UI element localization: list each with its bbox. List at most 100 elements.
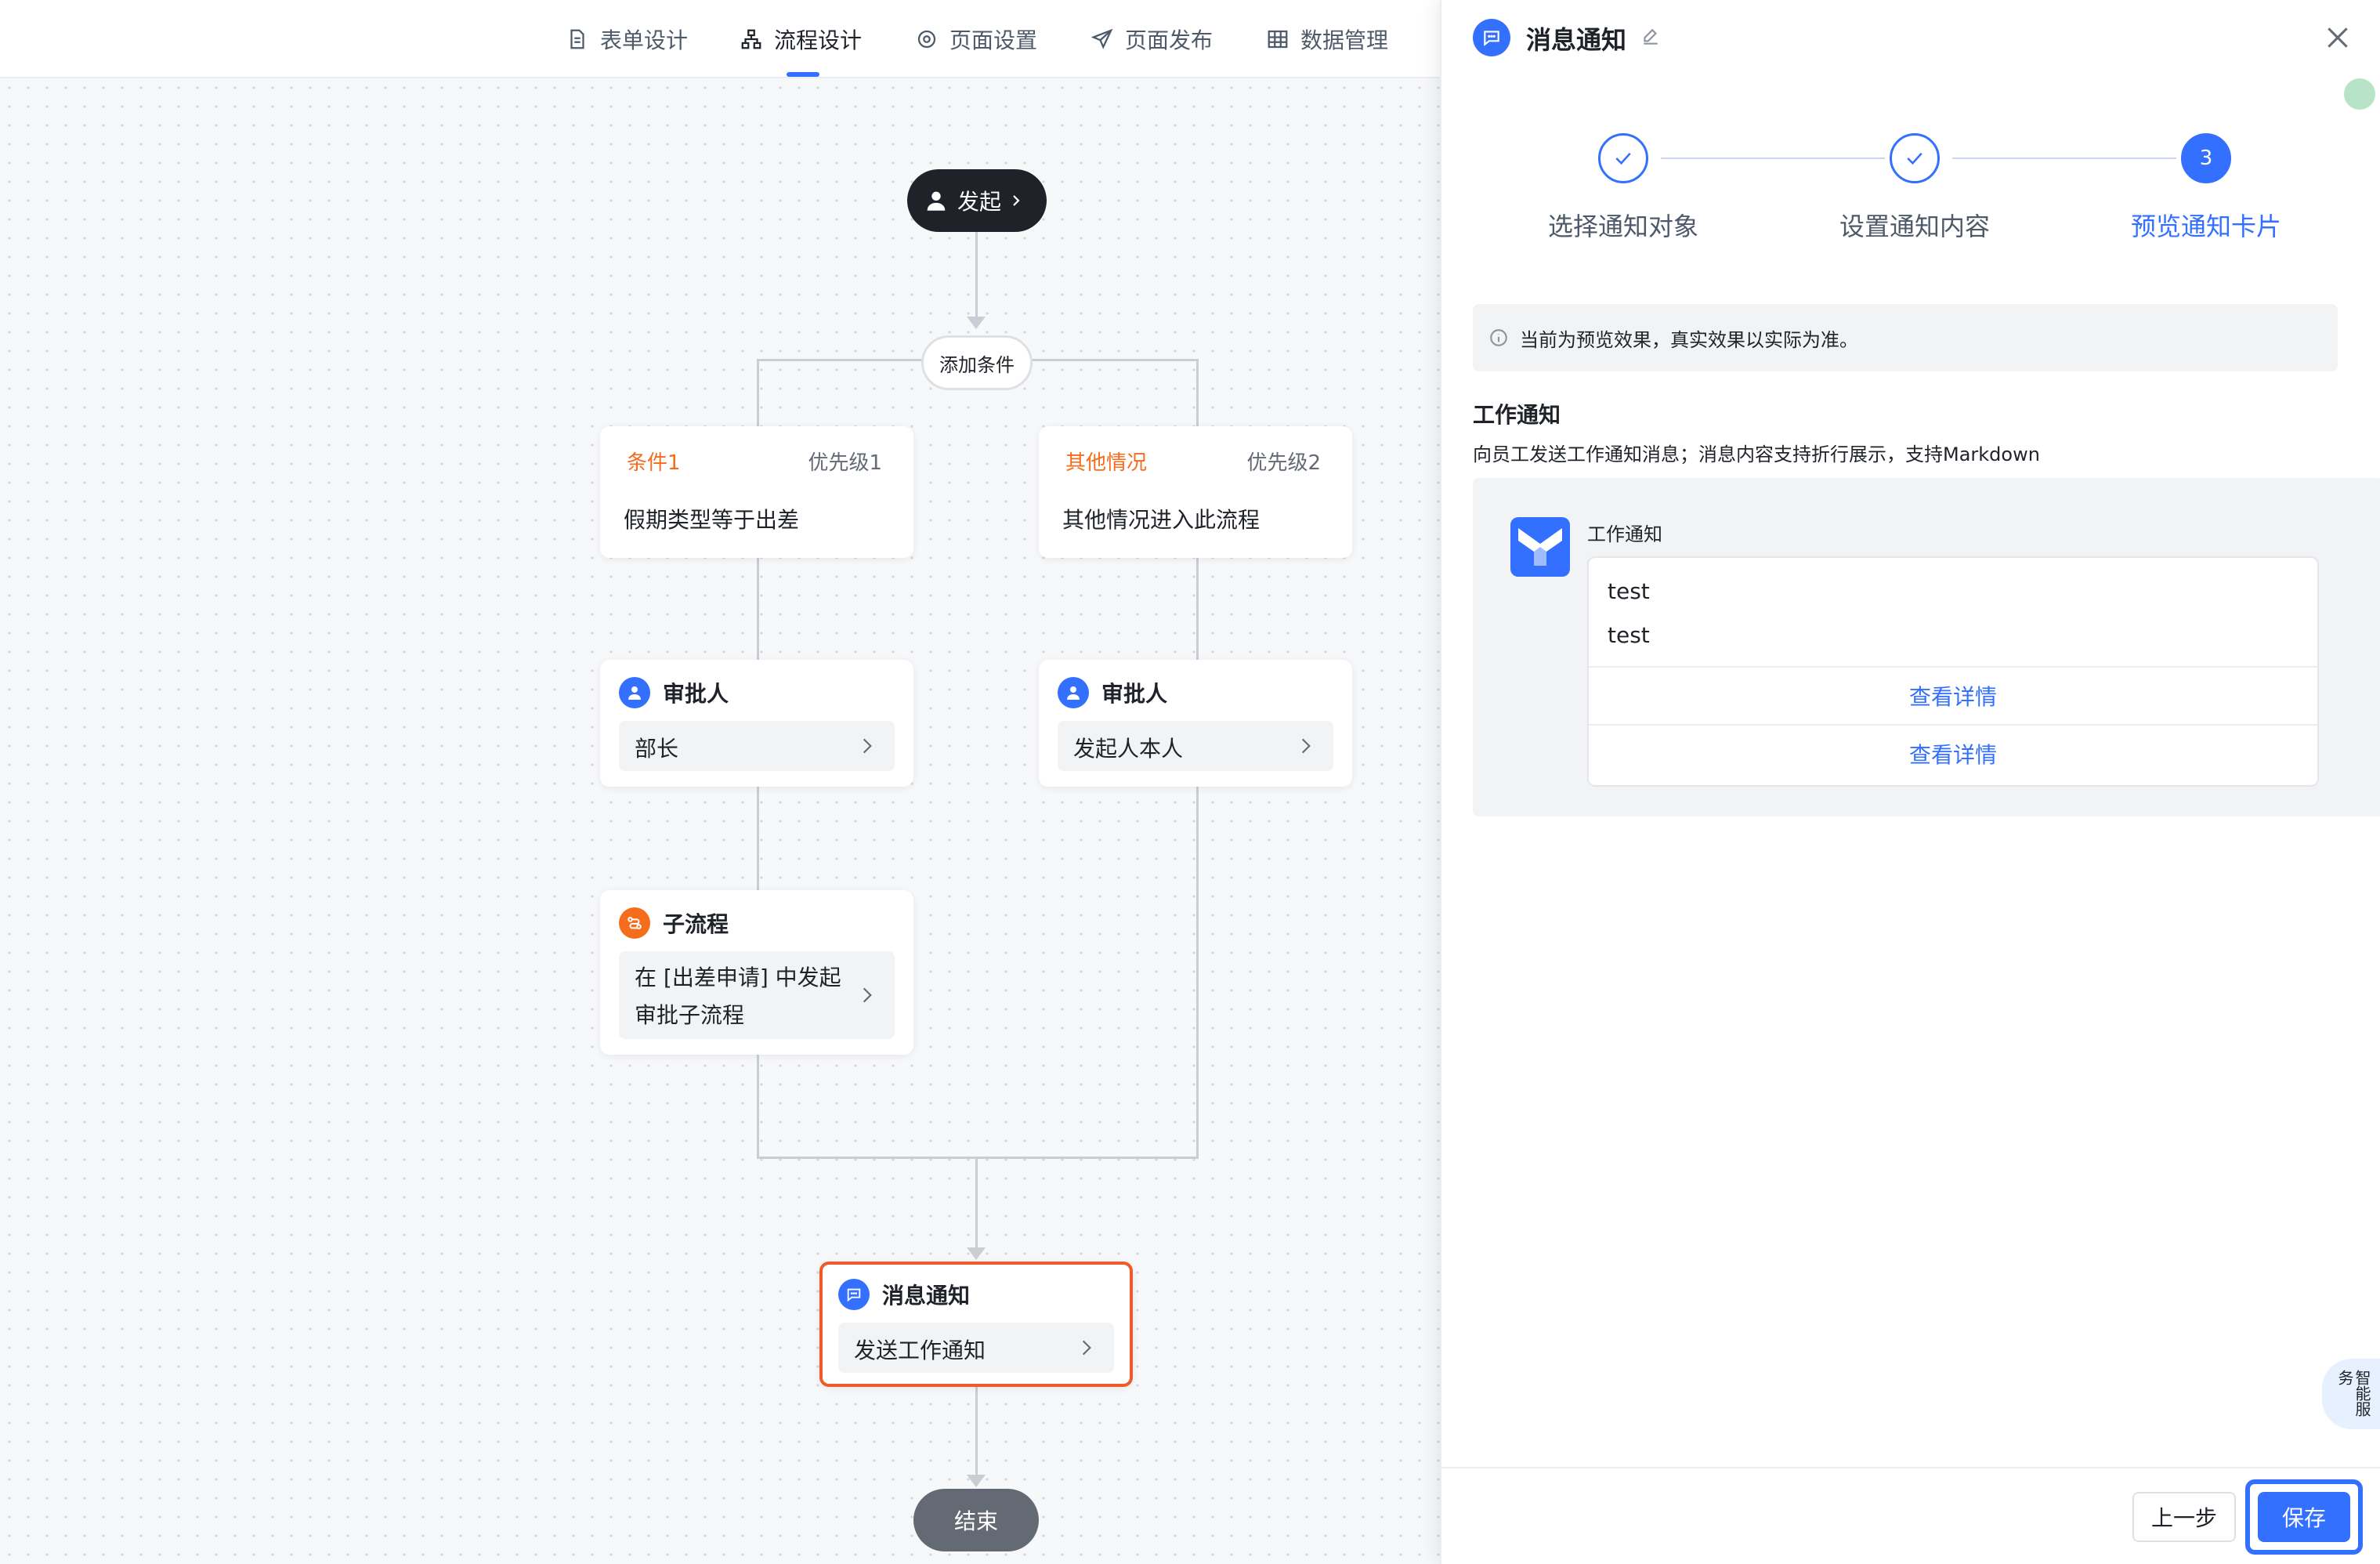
approver-node-1[interactable]: 审批人 部长 xyxy=(600,660,913,787)
tab-label: 页面设置 xyxy=(949,27,1038,53)
edit-icon[interactable] xyxy=(1640,27,1661,47)
close-icon[interactable] xyxy=(2322,22,2353,53)
check-icon xyxy=(1615,152,1631,165)
info-icon xyxy=(1490,329,1507,346)
condition-title: 条件1 xyxy=(627,451,681,475)
start-label: 发起 xyxy=(957,189,1001,215)
send-icon xyxy=(1091,28,1113,49)
top-nav: 表单设计 流程设计 页面设置 页面发布 数据管理 xyxy=(0,0,1440,78)
flow-icon xyxy=(741,29,761,49)
step-1-done xyxy=(1598,133,1648,183)
previous-step-label: 上一步 xyxy=(2150,1505,2217,1531)
smart-service-label: 智能服务 xyxy=(2335,1370,2371,1417)
tab-data-management[interactable]: 数据管理 xyxy=(1266,0,1388,78)
end-node: 结束 xyxy=(913,1489,1039,1551)
connector-line xyxy=(975,1158,978,1254)
subflow-node[interactable]: 子流程 在 [出差申请] 中发起 审批子流程 xyxy=(600,890,913,1055)
section-description: 向员工发送工作通知消息；消息内容支持折行展示，支持Markdown xyxy=(1473,443,2040,465)
approver-icon xyxy=(619,677,650,708)
step-label-2: 设置通知内容 xyxy=(1839,212,1990,241)
panel-header: 消息通知 xyxy=(1441,0,2380,78)
notification-settings-panel: 消息通知 3 选择通知对象 设置通知内容 预览通知卡片 当前为预览效果，真实效果… xyxy=(1440,0,2380,1564)
preview-notice: 当前为预览效果，真实效果以实际为准。 xyxy=(1473,304,2338,371)
node-body[interactable]: 发起人本人 xyxy=(1058,721,1333,771)
tab-flow-design[interactable]: 流程设计 xyxy=(740,0,862,78)
subflow-icon xyxy=(619,907,650,939)
save-button[interactable]: 保存 xyxy=(2258,1492,2350,1542)
view-details-link[interactable]: 查看详情 xyxy=(1908,742,1997,768)
add-condition-button[interactable]: 添加条件 xyxy=(921,335,1033,390)
tab-page-publish[interactable]: 页面发布 xyxy=(1091,0,1213,78)
previous-step-button[interactable]: 上一步 xyxy=(2132,1492,2236,1542)
status-indicator xyxy=(2344,78,2375,110)
condition-description: 假期类型等于出差 xyxy=(624,507,800,533)
app-name: 工作通知 xyxy=(1587,523,1662,545)
notification-preview: 工作通知 test test 查看详情 查看详情 xyxy=(1473,478,2380,816)
user-icon xyxy=(927,191,946,211)
node-value: 部长 xyxy=(635,736,679,762)
message-line: test xyxy=(1608,578,1650,604)
condition-card-2[interactable]: 其他情况 优先级2 其他情况进入此流程 xyxy=(1039,426,1352,558)
node-value-line2: 审批子流程 xyxy=(635,1002,745,1028)
node-header: 审批人 xyxy=(619,675,729,710)
node-header: 审批人 xyxy=(1058,675,1167,710)
step-number: 3 xyxy=(2199,147,2213,170)
connector-line xyxy=(975,232,978,318)
condition-priority: 优先级1 xyxy=(808,451,882,475)
condition-title: 其他情况 xyxy=(1065,451,1148,475)
panel-title: 消息通知 xyxy=(1526,25,1627,55)
connector-line xyxy=(975,1387,978,1478)
approver-icon xyxy=(1058,677,1089,708)
step-connector xyxy=(1952,157,2176,159)
chevron-right-icon xyxy=(863,987,872,1003)
tab-label: 流程设计 xyxy=(774,27,863,53)
condition-card-1[interactable]: 条件1 优先级1 假期类型等于出差 xyxy=(600,426,913,558)
flow-canvas[interactable] xyxy=(0,78,1440,1564)
divider xyxy=(1589,666,2317,668)
add-condition-label: 添加条件 xyxy=(939,353,1015,376)
node-body[interactable]: 部长 xyxy=(619,721,895,771)
node-body[interactable]: 在 [出差申请] 中发起 审批子流程 xyxy=(619,951,895,1039)
connector-line xyxy=(757,1157,1199,1159)
step-label-3: 预览通知卡片 xyxy=(2130,212,2281,241)
view-details-link[interactable]: 查看详情 xyxy=(1908,684,1997,710)
tab-form-design[interactable]: 表单设计 xyxy=(566,0,688,78)
smart-service-button[interactable]: 智能服务 xyxy=(2322,1359,2380,1429)
node-title: 子流程 xyxy=(663,911,729,937)
tab-page-settings[interactable]: 页面设置 xyxy=(915,0,1037,78)
message-icon xyxy=(838,1279,870,1310)
condition-description: 其他情况进入此流程 xyxy=(1062,507,1261,533)
message-card: test test 查看详情 查看详情 xyxy=(1587,556,2319,787)
steps-indicator: 3 选择通知对象 设置通知内容 预览通知卡片 xyxy=(1441,125,2380,251)
check-icon xyxy=(1907,152,1922,165)
approver-node-2[interactable]: 审批人 发起人本人 xyxy=(1039,660,1352,787)
node-title: 消息通知 xyxy=(882,1283,971,1309)
end-label: 结束 xyxy=(953,1508,998,1534)
node-body[interactable]: 发送工作通知 xyxy=(838,1323,1114,1373)
node-header: 子流程 xyxy=(619,906,729,940)
step-label-1: 选择通知对象 xyxy=(1547,212,1698,241)
connector-arrow xyxy=(967,1247,986,1260)
node-title: 审批人 xyxy=(663,681,729,707)
chevron-right-icon xyxy=(1013,195,1020,206)
start-node[interactable]: 发起 xyxy=(907,169,1047,232)
divider xyxy=(1589,724,2317,726)
tab-label: 表单设计 xyxy=(600,27,689,53)
section-title: 工作通知 xyxy=(1473,402,1561,428)
node-value-line1: 在 [出差申请] 中发起 xyxy=(635,965,841,990)
node-value: 发起人本人 xyxy=(1073,736,1184,762)
node-title: 审批人 xyxy=(1101,681,1168,707)
document-icon xyxy=(570,29,584,49)
node-header: 消息通知 xyxy=(838,1277,970,1312)
chevron-right-icon xyxy=(1082,1340,1091,1356)
message-line: test xyxy=(1608,622,1650,648)
connector-arrow xyxy=(967,317,986,329)
table-icon xyxy=(1268,30,1288,49)
notify-node-selected[interactable]: 消息通知 发送工作通知 xyxy=(819,1262,1133,1387)
step-connector xyxy=(1661,157,1885,159)
connector-arrow xyxy=(967,1475,986,1487)
panel-footer: 上一步 保存 xyxy=(1441,1467,2380,1564)
save-button-highlight: 保存 xyxy=(2245,1479,2363,1555)
tab-label: 数据管理 xyxy=(1300,27,1389,53)
